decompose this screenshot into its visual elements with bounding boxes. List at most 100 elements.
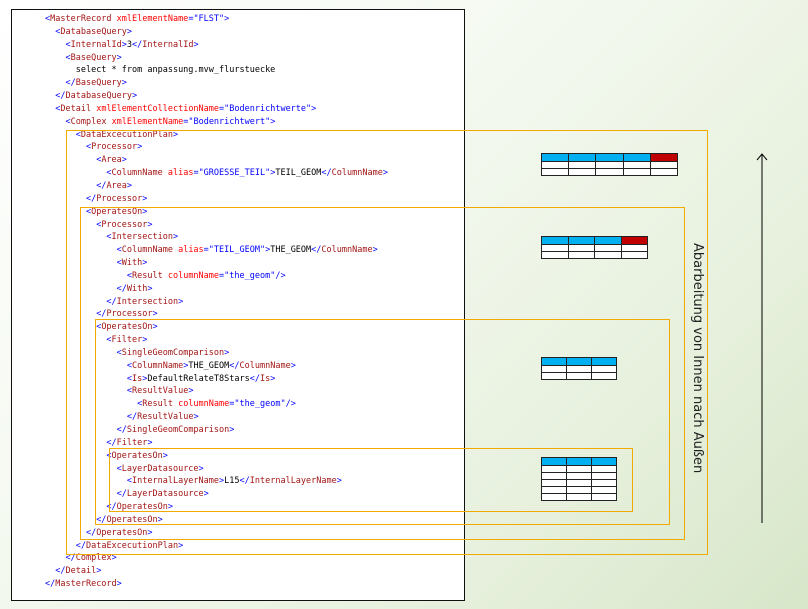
xml-token: > — [162, 450, 168, 461]
table-cell — [566, 465, 592, 473]
xml-line: <Area> — [45, 154, 388, 167]
xml-token: > — [311, 103, 317, 114]
xml-token: < — [126, 360, 133, 371]
xml-line: <Processor> — [45, 141, 388, 154]
table-cell — [566, 372, 592, 380]
xml-token: > — [198, 463, 204, 474]
table-cell — [568, 168, 597, 176]
xml-line: </Intersection> — [45, 296, 388, 309]
xml-line: <With> — [45, 257, 388, 270]
table-icon-step-2 — [541, 357, 617, 380]
xml-token: ColumnName — [132, 360, 184, 371]
xml-line: <BaseQuery> — [45, 52, 388, 65]
xml-line: <SingleGeomComparison> — [45, 347, 388, 360]
table-header-cell — [566, 457, 592, 466]
table-cell — [541, 472, 567, 480]
xml-token: > — [270, 116, 276, 127]
table-header-cell — [540, 153, 570, 162]
table-row — [541, 244, 648, 252]
xml-token: < — [75, 129, 81, 140]
xml-line: <InternalId>3</InternalId> — [45, 39, 388, 52]
xml-token: MasterRecord — [55, 579, 117, 590]
xml-token: select * from anpassung.mvw_flurstuecke — [75, 65, 276, 76]
xml-token: > — [152, 309, 158, 320]
xml-token: Processor — [91, 142, 138, 153]
xml-token: < — [96, 322, 102, 333]
table-cell — [541, 465, 567, 473]
xml-token: DatabaseQuery — [65, 91, 133, 102]
xml-token: < — [96, 155, 102, 166]
xml-token: > — [147, 527, 153, 538]
xml-token: </ — [96, 180, 107, 191]
xml-token: </ — [55, 91, 66, 102]
table-header-row — [541, 236, 648, 245]
xml-token: </ — [116, 489, 127, 500]
xml-token: < — [116, 258, 122, 269]
xml-line: </Complex> — [45, 552, 388, 565]
xml-token: </ — [239, 476, 250, 487]
xml-token: > — [137, 142, 143, 153]
xml-token: Area — [106, 180, 127, 191]
xml-token: < — [55, 26, 61, 37]
xml-token: </ — [85, 527, 97, 538]
table-cell — [541, 486, 567, 494]
table-cell — [541, 244, 569, 252]
xml-token: < — [116, 463, 122, 474]
table-cell — [591, 493, 617, 501]
xml-token: > — [147, 283, 153, 294]
xml-token: OperatesOn — [111, 450, 163, 461]
xml-line: <Result columnName="the_geom"/> — [45, 270, 388, 283]
xml-token: > — [178, 296, 184, 307]
xml-token: Is — [132, 373, 143, 384]
table-cell — [620, 244, 648, 252]
xml-line: <MasterRecord xmlElementName="FLST"> — [45, 13, 388, 26]
xml-token: < — [106, 168, 112, 179]
xml-token: OperatesOn — [101, 322, 153, 333]
xml-token: ColumnName — [111, 168, 168, 179]
xml-token: Area — [101, 155, 122, 166]
xml-token: With — [121, 258, 143, 269]
xml-token: </ — [106, 296, 117, 307]
table-cell — [540, 161, 570, 169]
table-cell — [566, 365, 592, 373]
xml-token: < — [137, 399, 143, 410]
table-icon-step-3 — [541, 236, 648, 259]
xml-token: < — [126, 270, 133, 281]
table-cell — [568, 161, 597, 169]
table-cell — [591, 465, 617, 473]
xml-token: </ — [321, 168, 332, 179]
xml-token: xmlElementCollectionName — [96, 103, 220, 114]
xml-token: > — [157, 514, 163, 525]
xml-token: </ — [65, 78, 76, 89]
xml-token: > — [178, 540, 184, 551]
table-cell — [566, 479, 592, 487]
xml-token: Complex — [70, 116, 112, 127]
xml-token: > — [121, 78, 127, 89]
xml-line: <OperatesOn> — [45, 206, 388, 219]
xml-token: < — [85, 142, 92, 153]
xml-line: <Filter> — [45, 334, 388, 347]
xml-token: ColumnName — [321, 245, 373, 256]
xml-token: ColumnName — [121, 245, 179, 256]
xml-token: "Bodenrichtwerte" — [224, 103, 312, 114]
xml-token: MasterRecord — [50, 14, 117, 24]
xml-token: > — [147, 437, 153, 448]
xml-token: columnName — [167, 270, 220, 281]
xml-token: InternalLayerName — [132, 476, 220, 487]
xml-token: Detail — [65, 566, 97, 577]
processing-direction-label: Abarbeitung von Innen nach Außen — [690, 243, 705, 474]
xml-token: > — [183, 360, 189, 371]
xml-token: > — [193, 412, 199, 423]
xml-token: </ — [106, 437, 117, 448]
xml-token: "TEIL_GEOM" — [208, 245, 266, 256]
table-header-cell — [567, 236, 595, 245]
table-cell — [591, 479, 617, 487]
xml-token: = — [203, 245, 209, 256]
table-cell — [591, 365, 617, 373]
table-cell — [622, 168, 651, 176]
xml-line: <OperatesOn> — [45, 321, 388, 334]
arrow-up-icon — [756, 153, 768, 523]
xml-token: </ — [132, 39, 143, 50]
xml-token: > — [121, 155, 127, 166]
table-cell — [541, 365, 567, 373]
